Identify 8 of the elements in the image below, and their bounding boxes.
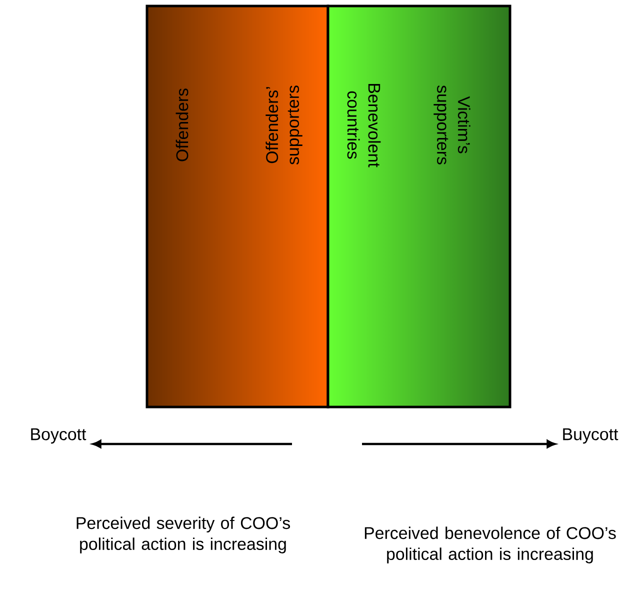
group-panel: Benevolent countries Victim’s supporters: [326, 4, 512, 408]
caption-text: Perceived benevolence of COO’s political action is increasing: [364, 526, 616, 564]
group-panel: Offenders Offenders’ supporters: [146, 4, 330, 408]
end-label: Boycott: [31, 428, 86, 444]
arrow: [92, 440, 292, 448]
arrow: [362, 440, 556, 448]
caption-text: Perceived severity of COO’s political action is increasing: [76, 516, 290, 554]
end-label: Buycott: [563, 428, 618, 444]
